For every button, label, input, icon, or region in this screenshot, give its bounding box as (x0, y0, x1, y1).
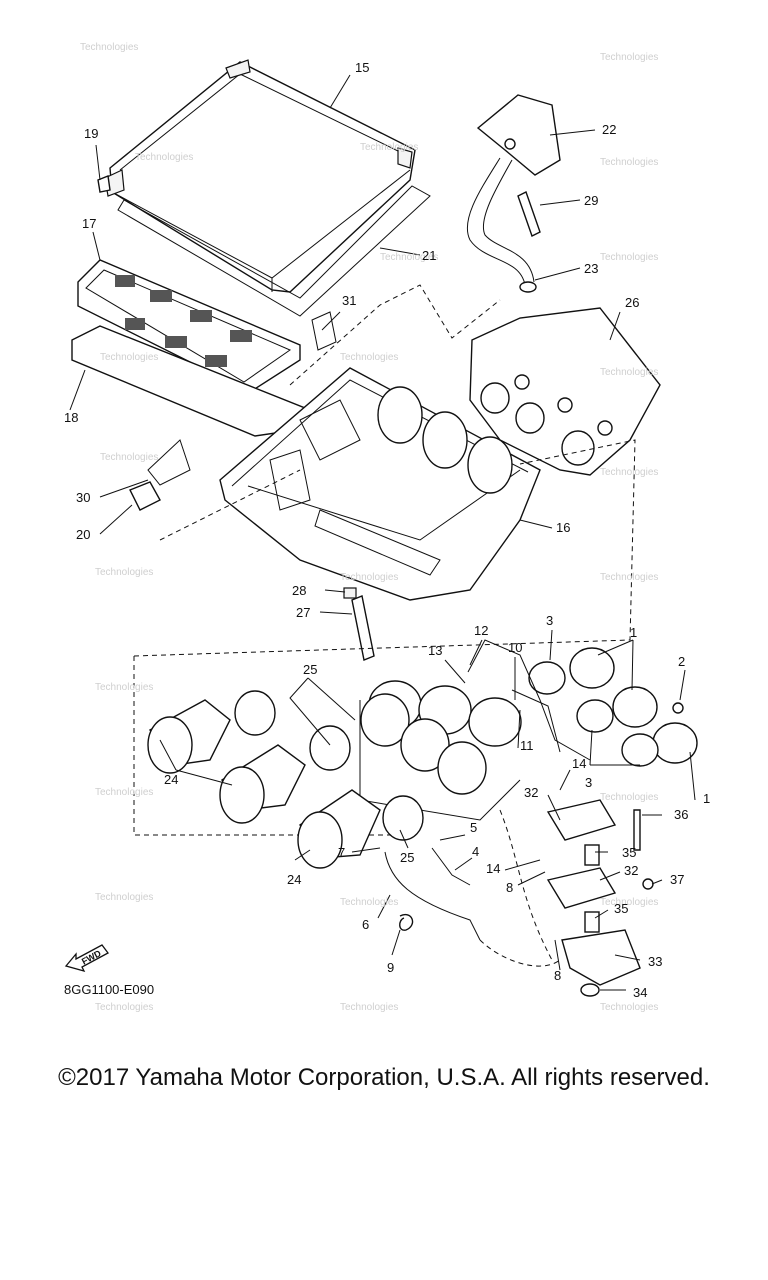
filter-element (77, 259, 301, 393)
air-funnels (147, 699, 381, 869)
svg-text:Technologies: Technologies (600, 252, 658, 263)
svg-text:Technologies: Technologies (600, 1002, 658, 1013)
callout-6: 6 (362, 917, 369, 932)
callout-9: 9 (387, 960, 394, 975)
cover-seal (117, 185, 431, 317)
callout-12: 12 (474, 623, 488, 638)
callout-31: 31 (342, 293, 356, 308)
callout-14-top: 14 (572, 756, 586, 771)
callout-24-top: 24 (164, 772, 178, 787)
throttle-bodies (359, 680, 522, 821)
forward-arrow-icon: FWD (64, 944, 109, 972)
callout-24-bottom: 24 (287, 872, 301, 887)
svg-text:Technologies: Technologies (340, 1002, 398, 1013)
callout-35-top: 35 (622, 845, 636, 860)
svg-text:Technologies: Technologies (600, 52, 658, 63)
svg-text:Technologies: Technologies (600, 157, 658, 168)
funnel-clamps (234, 690, 424, 841)
svg-text:Technologies: Technologies (380, 252, 438, 263)
svg-text:Technologies: Technologies (600, 897, 658, 908)
callout-3-top: 3 (546, 613, 553, 628)
callout-32-top: 32 (524, 785, 538, 800)
diagram-reference-code: 8GG1100-E090 (64, 982, 155, 997)
callout-7: 7 (338, 845, 345, 860)
svg-text:Technologies: Technologies (95, 1002, 153, 1013)
callout-11: 11 (520, 738, 534, 753)
callout-labels: 15 19 22 29 17 21 23 31 26 18 30 16 20 2… (64, 60, 710, 1000)
callout-29: 29 (584, 193, 598, 208)
svg-text:Technologies: Technologies (80, 42, 138, 53)
drain-hose (343, 587, 375, 661)
callout-1-top: 1 (630, 625, 637, 640)
svg-text:Technologies: Technologies (135, 152, 193, 163)
callout-22: 22 (602, 122, 616, 137)
callout-10: 10 (508, 640, 522, 655)
callout-15: 15 (355, 60, 369, 75)
svg-text:Technologies: Technologies (95, 892, 153, 903)
small-parts (97, 175, 337, 511)
callout-2: 2 (678, 654, 685, 669)
svg-text:Technologies: Technologies (95, 787, 153, 798)
callout-8-top: 8 (506, 880, 513, 895)
air-filter-case (219, 367, 541, 601)
callout-36: 36 (674, 807, 688, 822)
callout-37: 37 (670, 872, 684, 887)
callout-30: 30 (76, 490, 90, 505)
callout-25-bottom: 25 (400, 850, 414, 865)
parts-diagram: Technologies Technologies Technologies T… (64, 42, 710, 1013)
svg-text:Technologies: Technologies (95, 682, 153, 693)
callout-3-bottom: 3 (585, 775, 592, 790)
air-filter-cover (104, 59, 416, 293)
callout-20: 20 (76, 527, 90, 542)
callout-1-bottom: 1 (703, 791, 710, 806)
callout-27: 27 (296, 605, 310, 620)
callout-5: 5 (470, 820, 477, 835)
callout-32-bottom: 32 (624, 863, 638, 878)
breather-assembly (466, 94, 561, 293)
leader-lines (69, 74, 696, 991)
svg-text:Technologies: Technologies (340, 572, 398, 583)
svg-text:Technologies: Technologies (100, 352, 158, 363)
intake-joints (528, 647, 698, 767)
callout-4: 4 (472, 844, 479, 859)
callout-8-bottom: 8 (554, 968, 561, 983)
svg-text:Technologies: Technologies (100, 452, 158, 463)
svg-text:Technologies: Technologies (340, 897, 398, 908)
callout-19: 19 (84, 126, 98, 141)
callout-14-bottom: 14 (486, 861, 500, 876)
callout-26: 26 (625, 295, 639, 310)
copyright-notice: ©2017 Yamaha Motor Corporation, U.S.A. A… (58, 1064, 710, 1091)
svg-text:Technologies: Technologies (600, 792, 658, 803)
callout-21: 21 (422, 248, 436, 263)
callout-35-bottom: 35 (614, 901, 628, 916)
svg-text:Technologies: Technologies (600, 572, 658, 583)
callout-28: 28 (292, 583, 306, 598)
callout-16: 16 (556, 520, 570, 535)
callout-34: 34 (633, 985, 647, 1000)
callout-33: 33 (648, 954, 662, 969)
callout-17: 17 (82, 216, 96, 231)
svg-text:Technologies: Technologies (600, 367, 658, 378)
callout-25-top: 25 (303, 662, 317, 677)
svg-text:Technologies: Technologies (360, 142, 418, 153)
callout-13: 13 (428, 643, 442, 658)
hose-clip (399, 913, 414, 931)
solenoid-valves (546, 799, 654, 997)
vacuum-hoses (384, 639, 591, 967)
svg-text:Technologies: Technologies (95, 567, 153, 578)
callout-18: 18 (64, 410, 78, 425)
watermark-pattern: Technologies Technologies Technologies T… (80, 42, 658, 1013)
svg-text:Technologies: Technologies (340, 352, 398, 363)
airbox-gasket (469, 307, 661, 476)
callout-23: 23 (584, 261, 598, 276)
svg-text:Technologies: Technologies (600, 467, 658, 478)
